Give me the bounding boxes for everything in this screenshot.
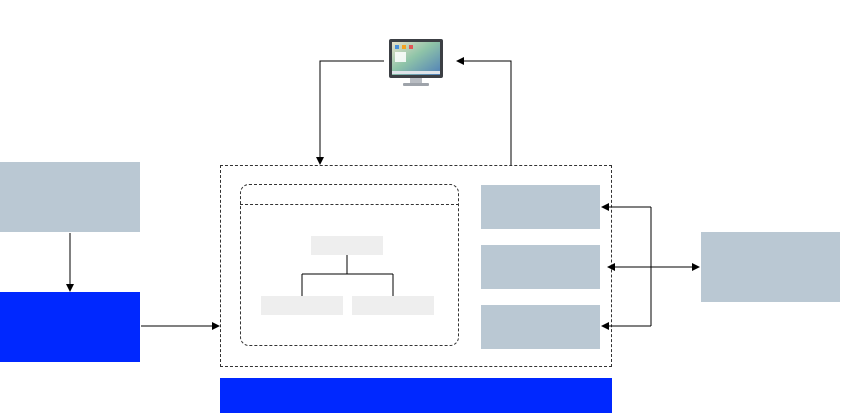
tree-connector: [301, 255, 394, 296]
module-block-3: [481, 305, 600, 349]
arrow-monitor-to-container: [316, 60, 384, 165]
desktop-computer-icon: [388, 38, 444, 88]
tree-root-node: [311, 236, 383, 255]
inner-panel-divider: [240, 204, 459, 205]
bottom-bar: [220, 378, 612, 413]
tree-child-node-right: [352, 296, 434, 315]
arrow-container-to-monitor: [456, 57, 512, 165]
module-block-1: [481, 185, 600, 229]
inner-panel: [240, 184, 459, 346]
left-top-block: [0, 162, 140, 232]
tree-child-node-left: [261, 296, 343, 315]
external-block: [701, 232, 840, 302]
left-bottom-block: [0, 292, 140, 362]
module-block-2: [481, 245, 600, 289]
